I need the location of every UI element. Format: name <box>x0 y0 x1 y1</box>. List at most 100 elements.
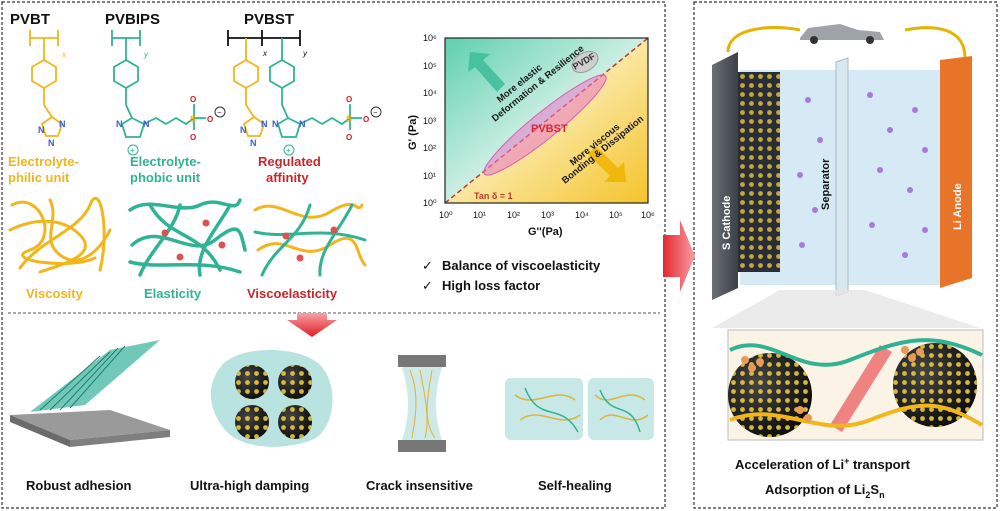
healing-illustration <box>505 378 654 440</box>
x-tick-label: 10⁵ <box>609 210 623 220</box>
pvbips-name: PVBIPS <box>105 11 160 28</box>
benefit-line1-suffix: transport <box>849 457 910 472</box>
circuit-wire <box>726 26 967 59</box>
cathode-plate <box>712 52 738 300</box>
check-icon: ✓ <box>422 278 433 293</box>
benefit-line2-prefix: Adsorption of Li <box>765 482 865 497</box>
adhesion-illustration <box>10 340 170 447</box>
benefit-line1-prefix: Acceleration of Li <box>735 457 844 472</box>
pvbst-nitrogen-1: N <box>240 125 247 135</box>
tan-delta-label: Tan δ = 1 <box>474 191 513 201</box>
pvbips-oxygen-1: O <box>190 95 196 104</box>
application-label: Ultra-high damping <box>190 478 309 493</box>
pvbst-name: PVBST <box>244 11 294 28</box>
pvdf-ellipse <box>571 51 599 73</box>
pvbst-oxygen-3: O <box>363 115 369 124</box>
pvbips-property: Elasticity <box>144 286 202 301</box>
down-arrow <box>287 313 337 337</box>
application-label: Robust adhesion <box>26 478 132 493</box>
y-tick-labels: 10⁰ 10¹ 10² 10³ 10⁴ 10⁵ 10⁶ <box>423 33 437 208</box>
application-label: Self-healing <box>538 478 612 493</box>
x-tick-labels: 10⁰ 10¹ 10² 10³ 10⁴ 10⁵ 10⁶ <box>439 210 655 220</box>
pvbst-minus: − <box>373 108 378 117</box>
x-tick-label: 10⁴ <box>575 210 589 220</box>
elasticity-crosslinks <box>161 219 226 261</box>
pvbst-nitrogen-2: N <box>261 119 268 129</box>
viscoelasticity-crosslinks <box>282 226 338 262</box>
pvbips-sulfur: S <box>190 114 196 124</box>
pvbst-subscript-y: y <box>302 49 308 58</box>
benefit-line1-sup: + <box>844 456 849 466</box>
plot-frame <box>444 37 649 204</box>
connector-arrow <box>663 220 695 292</box>
pvbst-nitrogen-4: N <box>272 119 279 129</box>
benefit-line2-sub2: n <box>879 490 885 500</box>
zoom-indicator <box>712 290 980 328</box>
pvbips-subscript: y <box>143 50 149 59</box>
pvbst-nitrogen-3: N <box>250 138 257 148</box>
benefit-line2-mid: S <box>870 482 879 497</box>
pvbips-plus-circle <box>127 144 139 156</box>
check-icon: ✓ <box>422 258 433 273</box>
pvbst-label-line2: affinity <box>266 170 309 185</box>
benefit-line2: Adsorption of Li2Sn <box>765 482 885 500</box>
pvbst-sulfur: S <box>346 114 352 124</box>
benefit-line2-sub1: 2 <box>865 490 870 500</box>
pvbips-label-line1: Electrolyte- <box>130 154 201 169</box>
pvbst-minus-circle <box>370 106 382 118</box>
y-tick-label: 10⁰ <box>423 198 437 208</box>
y-tick-label: 10⁶ <box>423 33 437 43</box>
pvbt-label-line2: philic unit <box>8 170 70 185</box>
lithium-ions <box>797 92 928 258</box>
checklist-item: Balance of viscoelasticity <box>442 258 601 273</box>
pvbt-structure <box>29 30 64 137</box>
pvbips-plus: + <box>130 146 135 155</box>
separator-label: Separator <box>820 158 832 210</box>
benefit-line1: Acceleration of Li+ transport <box>735 456 911 472</box>
pvbst-oxygen-1: O <box>346 95 352 104</box>
battery-illustration: S Cathode Separator Li Anode <box>712 24 972 300</box>
pvbt-name: PVBT <box>10 11 50 28</box>
x-tick-label: 10³ <box>541 210 554 220</box>
elastic-arrow <box>468 52 505 92</box>
pvbst-subscript-x: x <box>262 49 268 58</box>
crack-illustration <box>398 355 446 452</box>
pvbst-label-line1: Regulated <box>258 154 321 169</box>
pvbt-nitrogen-3: N <box>48 138 55 148</box>
viscosity-network <box>8 196 112 274</box>
damping-illustration <box>210 350 333 447</box>
y-tick-label: 10² <box>423 143 436 153</box>
anode-plate <box>940 56 972 288</box>
x-axis-label: G''(Pa) <box>528 226 563 238</box>
viscoelasticity-network <box>253 202 367 277</box>
pvbips-nitrogen-2: N <box>143 119 150 129</box>
pvbips-nitrogen-1: N <box>116 119 123 129</box>
pvbst-structure-x <box>233 38 266 137</box>
x-tick-label: 10⁰ <box>439 210 453 220</box>
pvbst-backbone <box>227 30 301 46</box>
application-label: Crack insensitive <box>366 478 473 493</box>
pvbst-structure-y <box>269 38 362 138</box>
pvbst-property: Viscoelasticity <box>247 286 338 301</box>
y-tick-label: 10⁴ <box>423 88 437 98</box>
pvbt-property: Viscosity <box>26 286 84 301</box>
pvbt-nitrogen-2: N <box>59 119 66 129</box>
pvbst-plot-label: PVBST <box>531 123 568 135</box>
y-tick-label: 10¹ <box>423 171 436 181</box>
cathode-label: S Cathode <box>721 196 733 250</box>
elasticity-network <box>128 198 247 277</box>
y-tick-label: 10⁵ <box>423 61 437 71</box>
x-tick-label: 10¹ <box>473 210 486 220</box>
pvbt-subscript: x <box>61 50 67 59</box>
checklist-item: High loss factor <box>442 278 540 293</box>
pvbt-label-line1: Electrolyte- <box>8 154 79 169</box>
pvbst-nitrogen-5: N <box>299 119 306 129</box>
y-axis-label: G' (Pa) <box>407 115 419 150</box>
pvbst-plus-circle <box>283 144 295 156</box>
pvbst-ellipse <box>483 74 607 176</box>
pvbips-structure <box>111 30 206 138</box>
pvbst-oxygen-2: O <box>346 133 352 142</box>
separator <box>835 57 849 297</box>
x-tick-label: 10⁶ <box>641 210 655 220</box>
